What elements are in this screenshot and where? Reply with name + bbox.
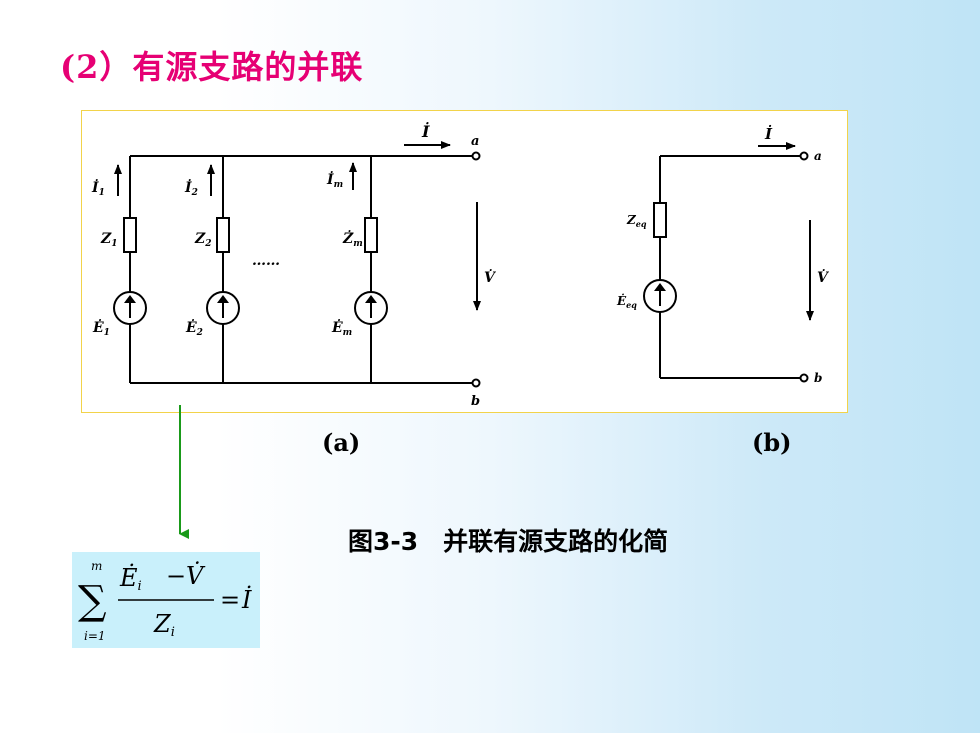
sublabel-a: (a) [322,428,361,457]
svg-text:Ėi: Ėi [119,563,142,594]
svg-text:İ2: İ2 [184,177,198,198]
svg-text:Zi: Zi [153,610,175,640]
terminal-a-node [471,151,481,161]
label-current-total: İ [421,121,430,141]
figure-caption: 图3-3 并联有源支路的化简 [348,527,669,556]
svg-text:Ė1: Ė1 [92,317,110,338]
impedance-z2 [216,217,230,253]
sum-lower: i=1 [84,629,106,643]
svg-text:İ: İ [241,585,252,614]
terminal-b-node-b [799,373,809,383]
svg-text:−: − [166,562,186,590]
svg-text:Żm: Żm [342,228,363,249]
label-voltage: V̇ [484,268,497,286]
sublabel-b: (b) [752,428,792,457]
label-current-b: İ [764,124,773,143]
formula-box: ∑ m i=1 Ėi − V̇ Zi = İ [72,552,260,648]
sum-sign: ∑ [78,578,107,624]
label-terminal-a: a [471,134,479,149]
circuit-a-frame [81,110,848,413]
svg-text:Zeq: Zeq [626,213,647,229]
terminal-b-node [471,378,481,388]
svg-text:=: = [220,586,240,614]
circuit-a-wires [129,155,472,384]
source-em [354,291,388,325]
source-e1 [113,291,147,325]
impedance-z1 [123,217,137,253]
svg-text:V̇: V̇ [186,562,206,590]
impedance-zm [364,217,378,253]
label-terminal-a-b: a [814,149,822,163]
formula: ∑ m i=1 Ėi − V̇ Zi = İ [78,559,252,643]
source-e2 [206,291,240,325]
svg-text:Ėm: Ėm [331,317,352,338]
svg-text:İ1: İ1 [91,177,105,198]
impedance-zeq [653,202,667,238]
svg-text:Z1: Z1 [100,231,118,249]
sum-upper: m [91,559,102,573]
circuit-b-wires [659,155,800,379]
label-terminal-b: b [471,394,480,409]
svg-text:Z2: Z2 [194,231,212,249]
label-ellipsis: …… [252,253,280,269]
label-voltage-b: V̇ [817,268,830,286]
svg-text:Ėeq: Ėeq [616,293,637,310]
label-terminal-b-b: b [814,371,822,385]
slide-title: (2）有源支路的并联 [60,48,364,86]
svg-text:Ė2: Ė2 [185,317,203,338]
terminal-a-node-b [799,151,809,161]
source-eeq [643,279,677,313]
svg-text:İm: İm [326,169,343,190]
